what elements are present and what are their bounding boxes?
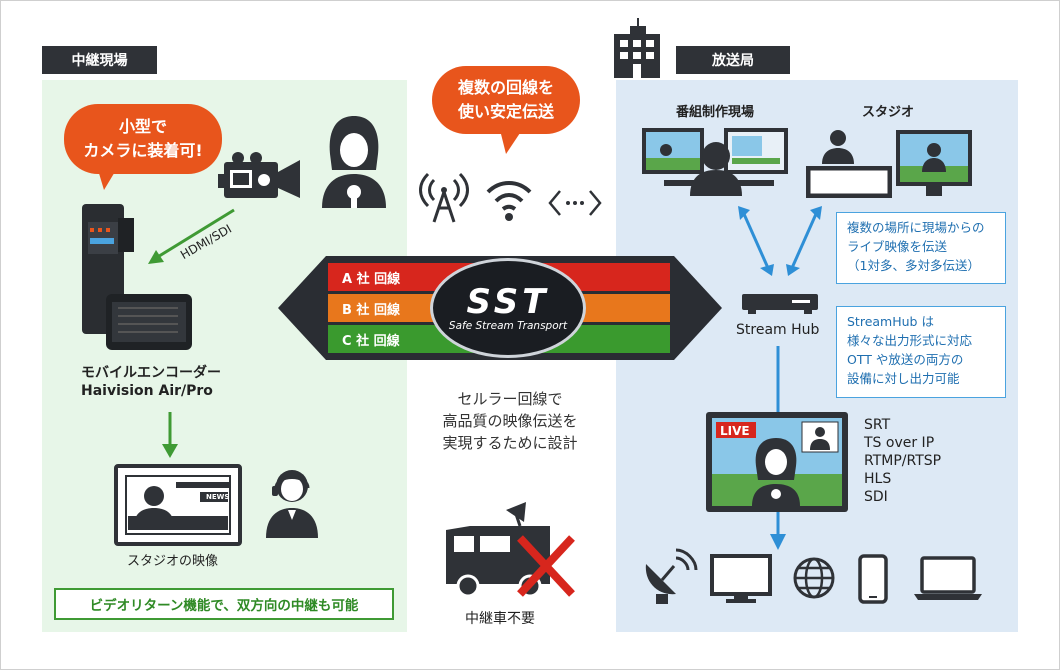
sst-logo: SST Safe Stream Transport	[430, 258, 586, 358]
multi-location-info: 複数の場所に現場からの ライブ映像を伝送 （1対多、多対多伝送）	[836, 212, 1006, 284]
reporter-icon	[322, 116, 386, 208]
protocol-item: TS over IP	[864, 435, 935, 451]
smartphone-icon	[858, 554, 888, 604]
laptop-icon	[914, 556, 982, 600]
headset-operator-icon	[266, 470, 318, 538]
live-badge: LIVE	[720, 424, 750, 438]
stream-hub-device-icon	[742, 294, 818, 314]
studio-room-icon	[806, 130, 972, 198]
globe-icon	[793, 557, 835, 599]
hub-arrows	[738, 206, 822, 276]
broadcast-van-icon	[446, 502, 575, 598]
multi-line-bubble: 複数の回線を 使い安定伝送	[432, 66, 580, 134]
protocol-item: HLS	[864, 471, 892, 487]
stream-hub-label: Stream Hub	[736, 322, 820, 338]
tv-monitor-icon	[710, 554, 772, 603]
sst-logo-subtitle: Safe Stream Transport	[448, 320, 568, 332]
studio-label: スタジオ	[862, 105, 915, 120]
bubble-tail	[98, 170, 116, 190]
production-room-icon	[642, 128, 788, 196]
protocol-list: SRT TS over IP RTMP/RTSP HLS SDI	[864, 416, 941, 506]
building-icon	[614, 18, 660, 78]
small-camera-bubble: 小型で カメラに装着可!	[64, 104, 222, 174]
cellular-caption: セルラー回線で 高品質の映像伝送を 実現するために設計	[442, 390, 578, 452]
field-site-tag: 中継現場	[42, 46, 157, 74]
transfer-arrows-icon	[548, 190, 602, 216]
studio-monitor-icon	[114, 464, 242, 546]
mobile-encoder-icon	[82, 204, 192, 350]
live-tv-icon	[706, 412, 848, 512]
protocol-item: SRT	[864, 417, 891, 433]
protocol-item: SDI	[864, 489, 888, 505]
center-bubble-tail	[500, 130, 522, 154]
production-label: 番組制作現場	[676, 105, 755, 120]
news-label: NEWS	[206, 493, 230, 501]
broadcast-station-tag: 放送局	[676, 46, 790, 74]
satellite-dish-icon	[645, 548, 698, 604]
sst-logo-text: SST	[466, 282, 550, 322]
antenna-icon	[419, 172, 469, 223]
encoder-label: モバイルエンコーダー Haivision Air/Pro	[81, 365, 221, 399]
stream-hub-info: StreamHub は 様々な出力形式に対応 OTT や放送の両方の 設備に対し…	[836, 306, 1006, 398]
down-arrow	[162, 412, 178, 458]
video-camera-icon	[218, 152, 300, 198]
studio-video-label: スタジオの映像	[127, 554, 219, 569]
protocol-item: RTMP/RTSP	[864, 453, 942, 469]
video-return-box: ビデオリターン機能で、双方向の中継も可能	[54, 588, 394, 620]
no-van-label: 中継車不要	[465, 611, 535, 627]
wifi-icon	[486, 181, 532, 221]
hdmi-arrow	[148, 208, 235, 264]
